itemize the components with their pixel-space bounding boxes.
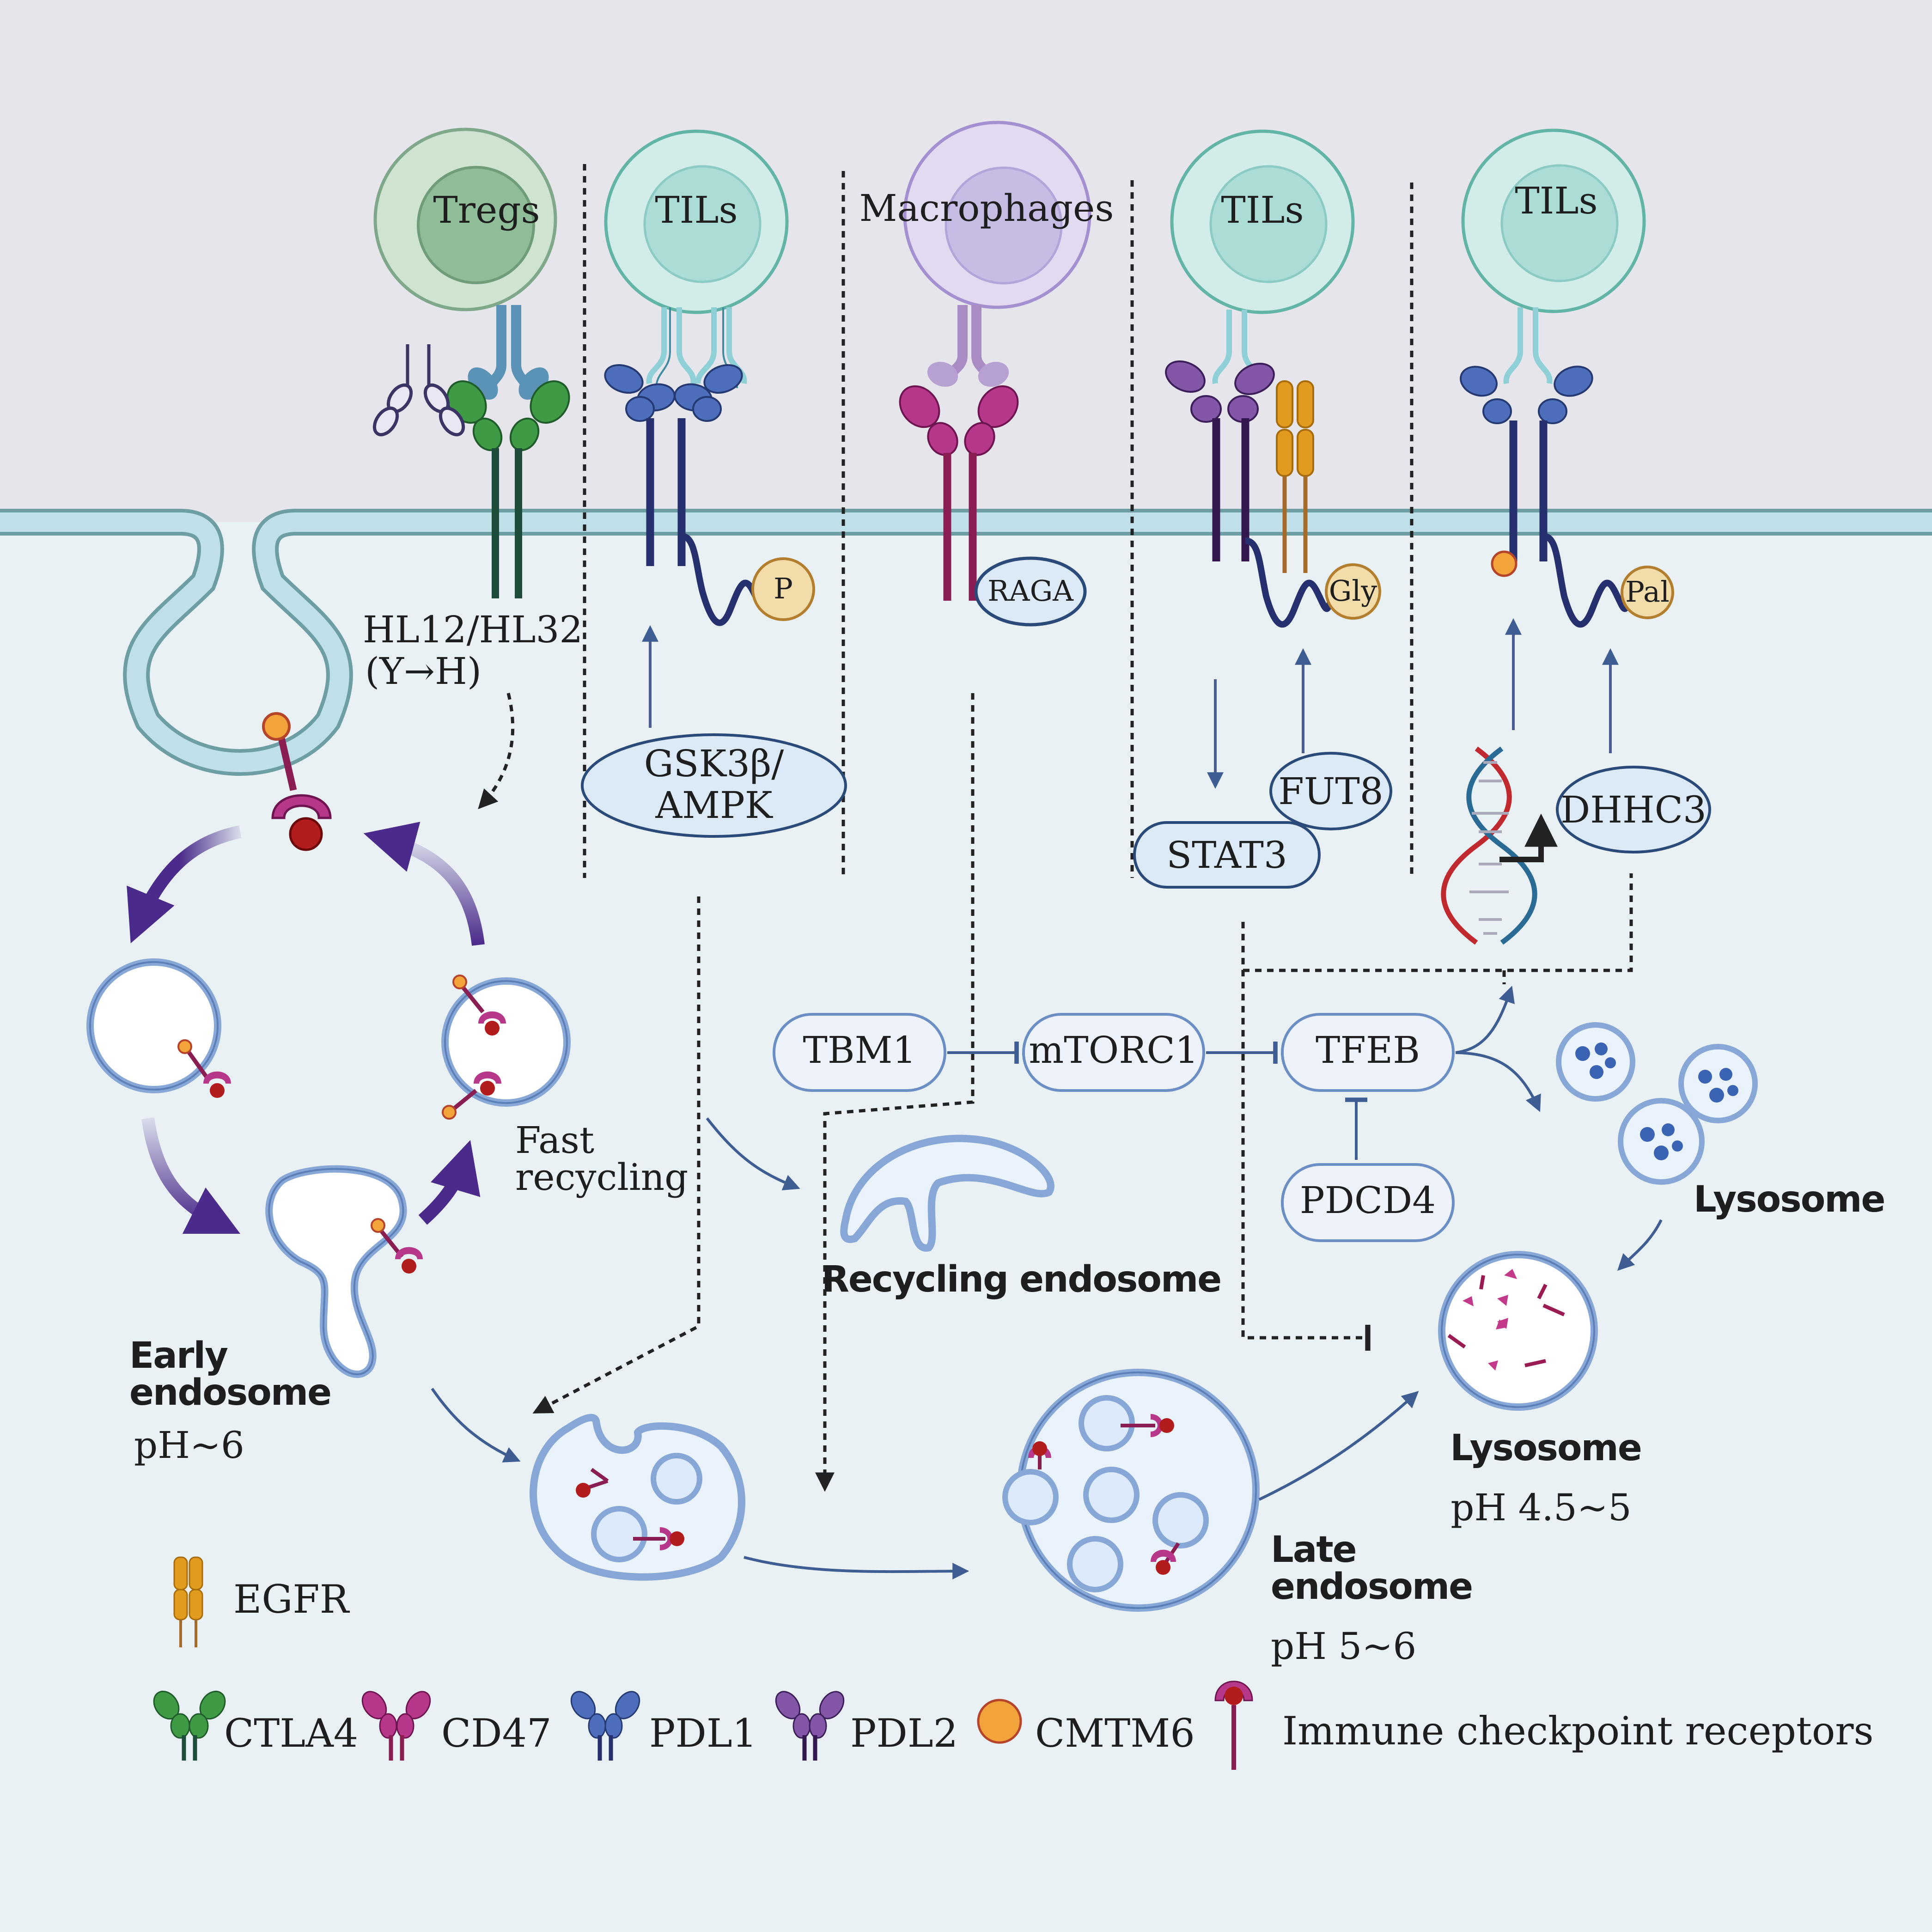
- transcription-arrow: [1499, 813, 1558, 862]
- fast-recycling-label-2: recycling: [515, 1156, 688, 1199]
- raga-label: RAGA: [987, 574, 1074, 608]
- svg-text:TFEB: TFEB: [1316, 1029, 1420, 1072]
- lysosome-cluster: [1556, 1022, 1758, 1185]
- cell-tregs: Tregs: [373, 128, 557, 311]
- pdl1-complex-phospho: P: [604, 307, 815, 626]
- small-ligands: [372, 344, 465, 437]
- early-endosome-label-1: Early: [129, 1335, 228, 1377]
- mutation-label-1: HL12/HL32: [363, 608, 583, 651]
- cell-label: TILs: [655, 189, 737, 232]
- late-ph-label: pH 5~6: [1271, 1625, 1416, 1668]
- svg-text:CTLA4: CTLA4: [224, 1711, 358, 1756]
- svg-text:STAT3: STAT3: [1166, 834, 1287, 877]
- late-endosome: [1002, 1369, 1260, 1612]
- early-ph-label: pH~6: [134, 1424, 244, 1467]
- lysosome-big: [1438, 1251, 1598, 1411]
- pdl1-complex-pal: Pal: [1460, 307, 1674, 628]
- cell-label: TILs: [1515, 179, 1597, 222]
- svg-text:Immune checkpoint receptors: Immune checkpoint receptors: [1282, 1708, 1874, 1754]
- legend-cd47: CD47: [361, 1691, 552, 1761]
- early-endosome: [265, 1165, 423, 1378]
- signal-nodes: TBM1 mTORC1 TFEB PDCD4: [773, 986, 1541, 1242]
- cell-label: Macrophages: [859, 187, 1114, 230]
- legend-cmtm6: CMTM6: [977, 1699, 1195, 1756]
- svg-text:mTORC1: mTORC1: [1029, 1029, 1198, 1072]
- cell-tils-1: TILs: [604, 129, 789, 314]
- gly-label: Gly: [1329, 574, 1377, 608]
- svg-text:EGFR: EGFR: [233, 1577, 350, 1622]
- cmtm6-receptor: [262, 712, 332, 851]
- arrow-early-to-mvb: [431, 1388, 521, 1463]
- multivesicular-body: [530, 1414, 745, 1581]
- legend: EGFR CTLA4 CD47 PDL1: [153, 1556, 1874, 1770]
- dna-icon: [1441, 746, 1537, 945]
- svg-text:FUT8: FUT8: [1278, 770, 1383, 813]
- cd47-complex: RAGA: [899, 305, 1087, 627]
- vesicle-right: [441, 975, 571, 1120]
- svg-text:CMTM6: CMTM6: [1035, 1711, 1195, 1756]
- arrow-cluster-to-lysosome: [1617, 1219, 1663, 1271]
- phospho-label: P: [774, 572, 793, 605]
- svg-text:CD47: CD47: [441, 1711, 552, 1756]
- svg-text:GSK3β/: GSK3β/: [644, 742, 784, 785]
- lysosome-label: Lysosome: [1450, 1427, 1641, 1469]
- recycling-endosome: Recycling endosome: [822, 1134, 1222, 1300]
- cell-tils-2: TILs: [1170, 129, 1355, 314]
- dhhc3-node: DHHC3: [1556, 766, 1711, 853]
- cycle-arrows: [127, 822, 485, 1234]
- svg-text:TBM1: TBM1: [803, 1029, 916, 1072]
- pdl2-egfr-complex: Gly: [1165, 310, 1381, 628]
- arrow-to-recycling: [706, 1117, 800, 1191]
- vesicle-left: [86, 958, 231, 1098]
- arrow-late-to-lysosome: [1258, 1391, 1419, 1501]
- pal-label: Pal: [1625, 575, 1670, 609]
- svg-text:DHHC3: DHHC3: [1560, 788, 1706, 831]
- svg-text:PDCD4: PDCD4: [1300, 1179, 1436, 1222]
- separators: [583, 164, 1414, 878]
- svg-text:AMPK: AMPK: [655, 784, 773, 827]
- cell-label: Tregs: [433, 189, 540, 232]
- lysosome-cluster-label: Lysosome: [1694, 1179, 1884, 1220]
- arrow-mvb-to-late: [744, 1556, 969, 1580]
- legend-pdl1: PDL1: [570, 1691, 757, 1761]
- fast-recycling-label-1: Fast: [515, 1119, 594, 1162]
- stat3-fut8-nodes: STAT3 FUT8: [1133, 648, 1392, 889]
- cell-label: TILs: [1221, 189, 1304, 232]
- cell-macrophages: Macrophages: [859, 121, 1114, 309]
- late-endosome-label-1: Late: [1271, 1529, 1356, 1571]
- cell-tils-3: TILs: [1461, 128, 1646, 313]
- plasma-membrane: [0, 509, 1932, 776]
- svg-text:PDL2: PDL2: [850, 1711, 958, 1756]
- gsk3b-ampk-node: GSK3β/ AMPK: [581, 625, 847, 838]
- mutation-label-2: (Y→H): [365, 650, 481, 693]
- lysosome-ph-label: pH 4.5~5: [1451, 1486, 1632, 1529]
- svg-text:Recycling endosome: Recycling endosome: [822, 1259, 1221, 1300]
- dotted-paths: [532, 693, 1633, 1492]
- svg-text:PDL1: PDL1: [649, 1711, 757, 1756]
- early-endosome-label-2: endosome: [129, 1372, 331, 1414]
- late-endosome-label-2: endosome: [1271, 1566, 1472, 1608]
- legend-pdl2: PDL2: [775, 1691, 958, 1761]
- legend-egfr: EGFR: [173, 1556, 350, 1647]
- legend-ctla4: CTLA4: [153, 1690, 358, 1761]
- legend-immune-checkpoint: Immune checkpoint receptors: [1214, 1681, 1874, 1770]
- dotted-arrow-mutation: [478, 693, 515, 810]
